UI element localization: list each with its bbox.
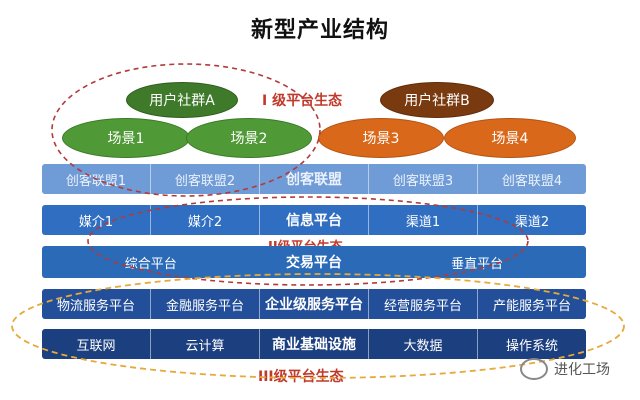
info-center: 信息平台 [260,205,369,235]
info-cell-3: 渠道1 [369,205,478,235]
alliance-cell-3: 创客联盟3 [369,164,478,194]
enterprise-cell-2: 金融服务平台 [151,289,260,319]
scene-1-ellipse: 场景1 [62,118,190,158]
alliance-center: 创客联盟 [260,164,369,194]
scene-2-ellipse: 场景2 [186,118,312,158]
scene-4-ellipse: 场景4 [444,118,576,158]
alliance-bar: 创客联盟1 创客联盟2 创客联盟 创客联盟3 创客联盟4 [42,164,586,194]
trade-left: 综合平台 [124,256,177,272]
level-3-boundary [11,273,625,379]
trade-center: 交易平台 [285,255,342,271]
wechat-icon [520,358,548,380]
infra-cell-2: 云计算 [151,329,260,359]
enterprise-cell-3: 经营服务平台 [369,289,478,319]
community-b-ellipse: 用户社群B [380,82,494,118]
info-cell-4: 渠道2 [514,214,550,230]
infra-cell-4: 操作系统 [505,338,558,354]
community-b-label: 用户社群B [404,93,470,109]
community-a-ellipse: 用户社群A [126,82,238,118]
level-3-label: III级平台生态 [258,369,344,385]
enterprise-center: 企业级服务平台 [260,289,369,319]
info-cell-2: 媒介2 [151,205,260,235]
trade-right: 垂直平台 [451,256,504,272]
level-2-boundary [87,196,529,286]
enterprise-cell-4: 产能服务平台 [492,298,571,314]
scene-1-label: 场景1 [107,131,145,147]
scene-2-label: 场景2 [230,131,268,147]
infra-cell-1: 互联网 [42,329,151,359]
infra-cell-3: 大数据 [369,329,478,359]
level-1-label: I 级平台生态 [262,93,343,109]
scene-3-ellipse: 场景3 [318,118,444,158]
alliance-cell-4: 创客联盟4 [501,173,563,189]
watermark-text: 进化工场 [554,362,610,378]
trade-bar: 综合平台 交易平台 垂直平台 [42,246,586,278]
enterprise-cell-1: 物流服务平台 [42,289,151,319]
info-cell-1: 媒介1 [42,205,151,235]
infra-bar: 互联网 云计算 商业基础设施 大数据 操作系统 [42,329,586,359]
watermark: 进化工场 [520,358,610,380]
diagram-title: 新型产业结构 [250,18,389,43]
scene-3-label: 场景3 [362,131,400,147]
enterprise-bar: 物流服务平台 金融服务平台 企业级服务平台 经营服务平台 产能服务平台 [42,289,586,319]
info-bar: 媒介1 媒介2 信息平台 渠道1 渠道2 [42,205,586,235]
alliance-cell-2: 创客联盟2 [151,164,260,194]
infra-center: 商业基础设施 [260,329,369,359]
level-1-boundary [51,63,321,197]
community-a-label: 用户社群A [149,93,215,109]
scene-4-label: 场景4 [491,131,529,147]
